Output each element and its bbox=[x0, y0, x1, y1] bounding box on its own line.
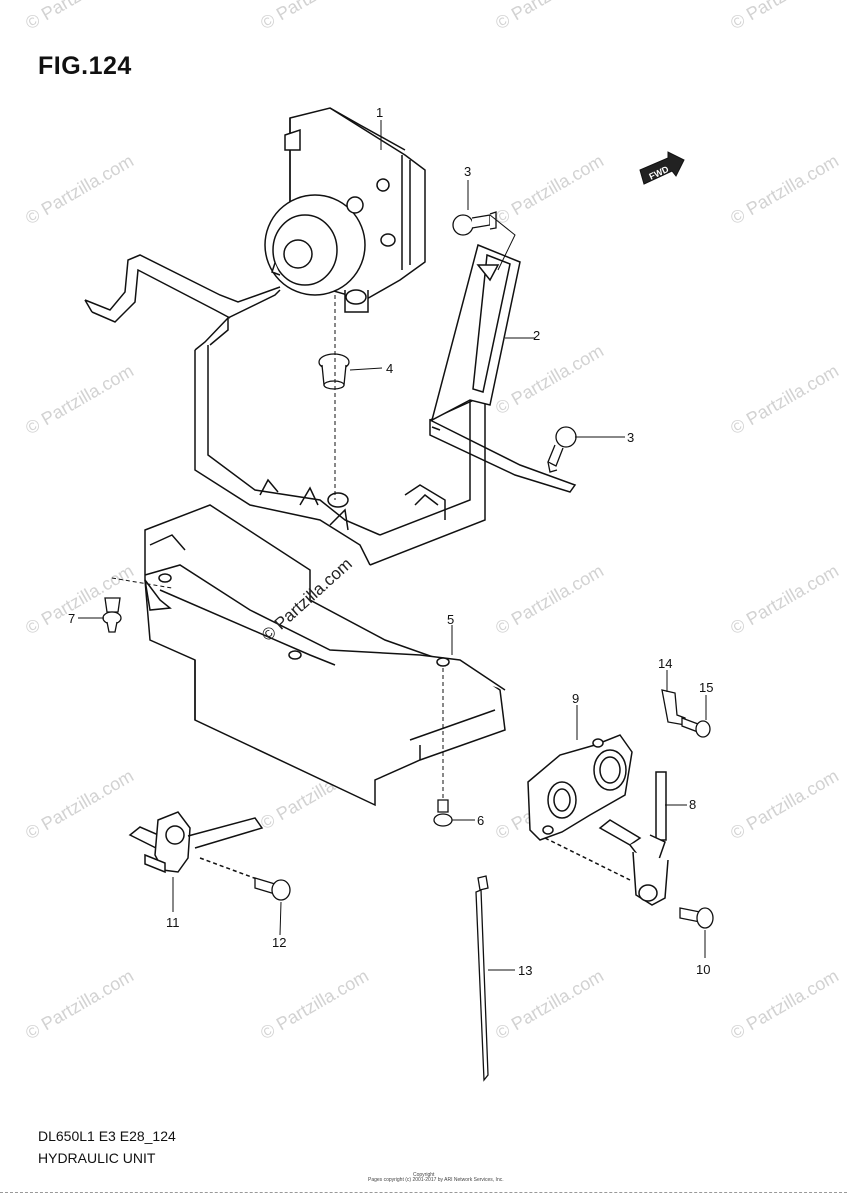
watermark: © Partzilla.com bbox=[492, 340, 607, 418]
watermark: © Partzilla.com bbox=[492, 560, 607, 638]
callout-number: 8 bbox=[689, 797, 696, 812]
wheel-speed-sensor-part-11 bbox=[128, 811, 266, 883]
bolt-part-10 bbox=[679, 907, 714, 929]
callout-number: 3 bbox=[464, 164, 471, 179]
callout-number: 14 bbox=[658, 656, 672, 671]
watermark: © Partzilla.com bbox=[22, 360, 137, 438]
callout-number: 3 bbox=[627, 430, 634, 445]
bolt-part-12 bbox=[254, 877, 291, 901]
callout-number: 2 bbox=[533, 328, 540, 343]
callout-number: 4 bbox=[386, 361, 393, 376]
bolt-part-6 bbox=[433, 799, 453, 827]
callout-number: 11 bbox=[166, 915, 180, 930]
cable-tie-part bbox=[475, 875, 489, 1082]
watermark: © Partzilla.com bbox=[727, 360, 842, 438]
callout-number: 13 bbox=[518, 963, 532, 978]
callout-number: 5 bbox=[447, 612, 454, 627]
watermark: © Partzilla.com bbox=[22, 765, 137, 843]
leader-line bbox=[111, 577, 173, 589]
watermark: © Partzilla.com bbox=[257, 0, 372, 33]
model-code: DL650L1 E3 E28_124 bbox=[38, 1128, 176, 1144]
watermark: © Partzilla.com bbox=[22, 965, 137, 1043]
callout-number: 10 bbox=[696, 962, 710, 977]
section-name: HYDRAULIC UNIT bbox=[38, 1150, 156, 1166]
bolt-part-15 bbox=[681, 717, 711, 738]
wheel-speed-sensor-part-8 bbox=[544, 771, 669, 906]
cover-part bbox=[144, 504, 506, 807]
callout-number: 12 bbox=[272, 935, 286, 950]
clip-part-7 bbox=[102, 597, 122, 633]
copyright-label: Copyright bbox=[413, 1172, 435, 1178]
callout-number: 9 bbox=[572, 691, 579, 706]
watermark: © Partzilla.com bbox=[727, 765, 842, 843]
figure-title: FIG.124 bbox=[38, 52, 132, 80]
bolt-part-3b bbox=[547, 426, 577, 473]
clamp-part-14 bbox=[661, 689, 686, 726]
sensor-bracket-part bbox=[527, 734, 633, 841]
leader-line bbox=[489, 214, 516, 271]
watermark: © Partzilla.com bbox=[727, 560, 842, 638]
grommet-part bbox=[318, 353, 350, 390]
watermark: © Partzilla.com bbox=[22, 150, 137, 228]
bracket-frame-part bbox=[84, 254, 577, 566]
callout-number: 6 bbox=[477, 813, 484, 828]
callout-number: 15 bbox=[699, 680, 713, 695]
watermark: © Partzilla.com bbox=[257, 965, 372, 1043]
watermark: © Partzilla.com bbox=[492, 0, 607, 33]
fwd-arrow-icon: FWD bbox=[639, 151, 685, 185]
watermark: © Partzilla.com bbox=[492, 150, 607, 228]
bolt-part-3a bbox=[452, 211, 497, 236]
callout-number: 7 bbox=[68, 611, 75, 626]
watermark: © Partzilla.com bbox=[727, 965, 842, 1043]
watermark: © Partzilla.com bbox=[727, 150, 842, 228]
callout-labels: 1 2 3 3 4 5 6 7 8 9 10 11 12 13 14 15 bbox=[68, 105, 713, 978]
hydraulic-unit-part bbox=[264, 107, 426, 313]
watermark: © Partzilla.com bbox=[22, 0, 137, 33]
copyright-text: Pages copyright (c) 2001-2017 by ARI Net… bbox=[368, 1177, 504, 1183]
callout-leaders bbox=[78, 120, 707, 971]
watermark: © Partzilla.com bbox=[492, 965, 607, 1043]
page-border bbox=[0, 1192, 847, 1193]
watermark: © Partzilla.com bbox=[727, 0, 842, 33]
callout-number: 1 bbox=[376, 105, 383, 120]
watermark-layer: © Partzilla.com © Partzilla.com © Partzi… bbox=[22, 0, 842, 1043]
